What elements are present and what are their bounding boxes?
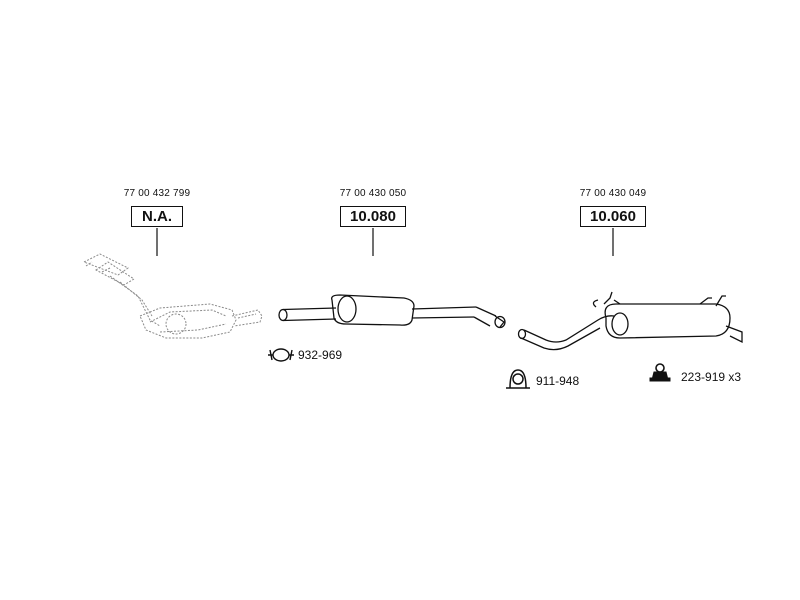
oem-number-part-1: 77 00 432 799	[123, 188, 191, 199]
clamp-icon	[268, 348, 294, 362]
accessory-label-rubber-mount[interactable]: 223-919 x3	[681, 370, 742, 384]
u-clamp-icon	[506, 369, 530, 389]
part-code-box-1[interactable]: N.A.	[131, 206, 183, 227]
front-pipe-catalyst-drawing	[82, 253, 263, 339]
rear-silencer-drawing	[517, 291, 743, 351]
part-code-box-2[interactable]: 10.080	[340, 206, 406, 227]
part-code-box-3[interactable]: 10.060	[580, 206, 646, 227]
accessory-label-u-clamp[interactable]: 911-948	[536, 374, 580, 388]
accessory-label-clamp[interactable]: 932-969	[298, 348, 343, 362]
oem-number-part-2: 77 00 430 050	[339, 188, 407, 199]
oem-number-part-3: 77 00 430 049	[579, 188, 647, 199]
middle-silencer-drawing	[278, 294, 506, 329]
rubber-mount-icon	[649, 363, 671, 382]
